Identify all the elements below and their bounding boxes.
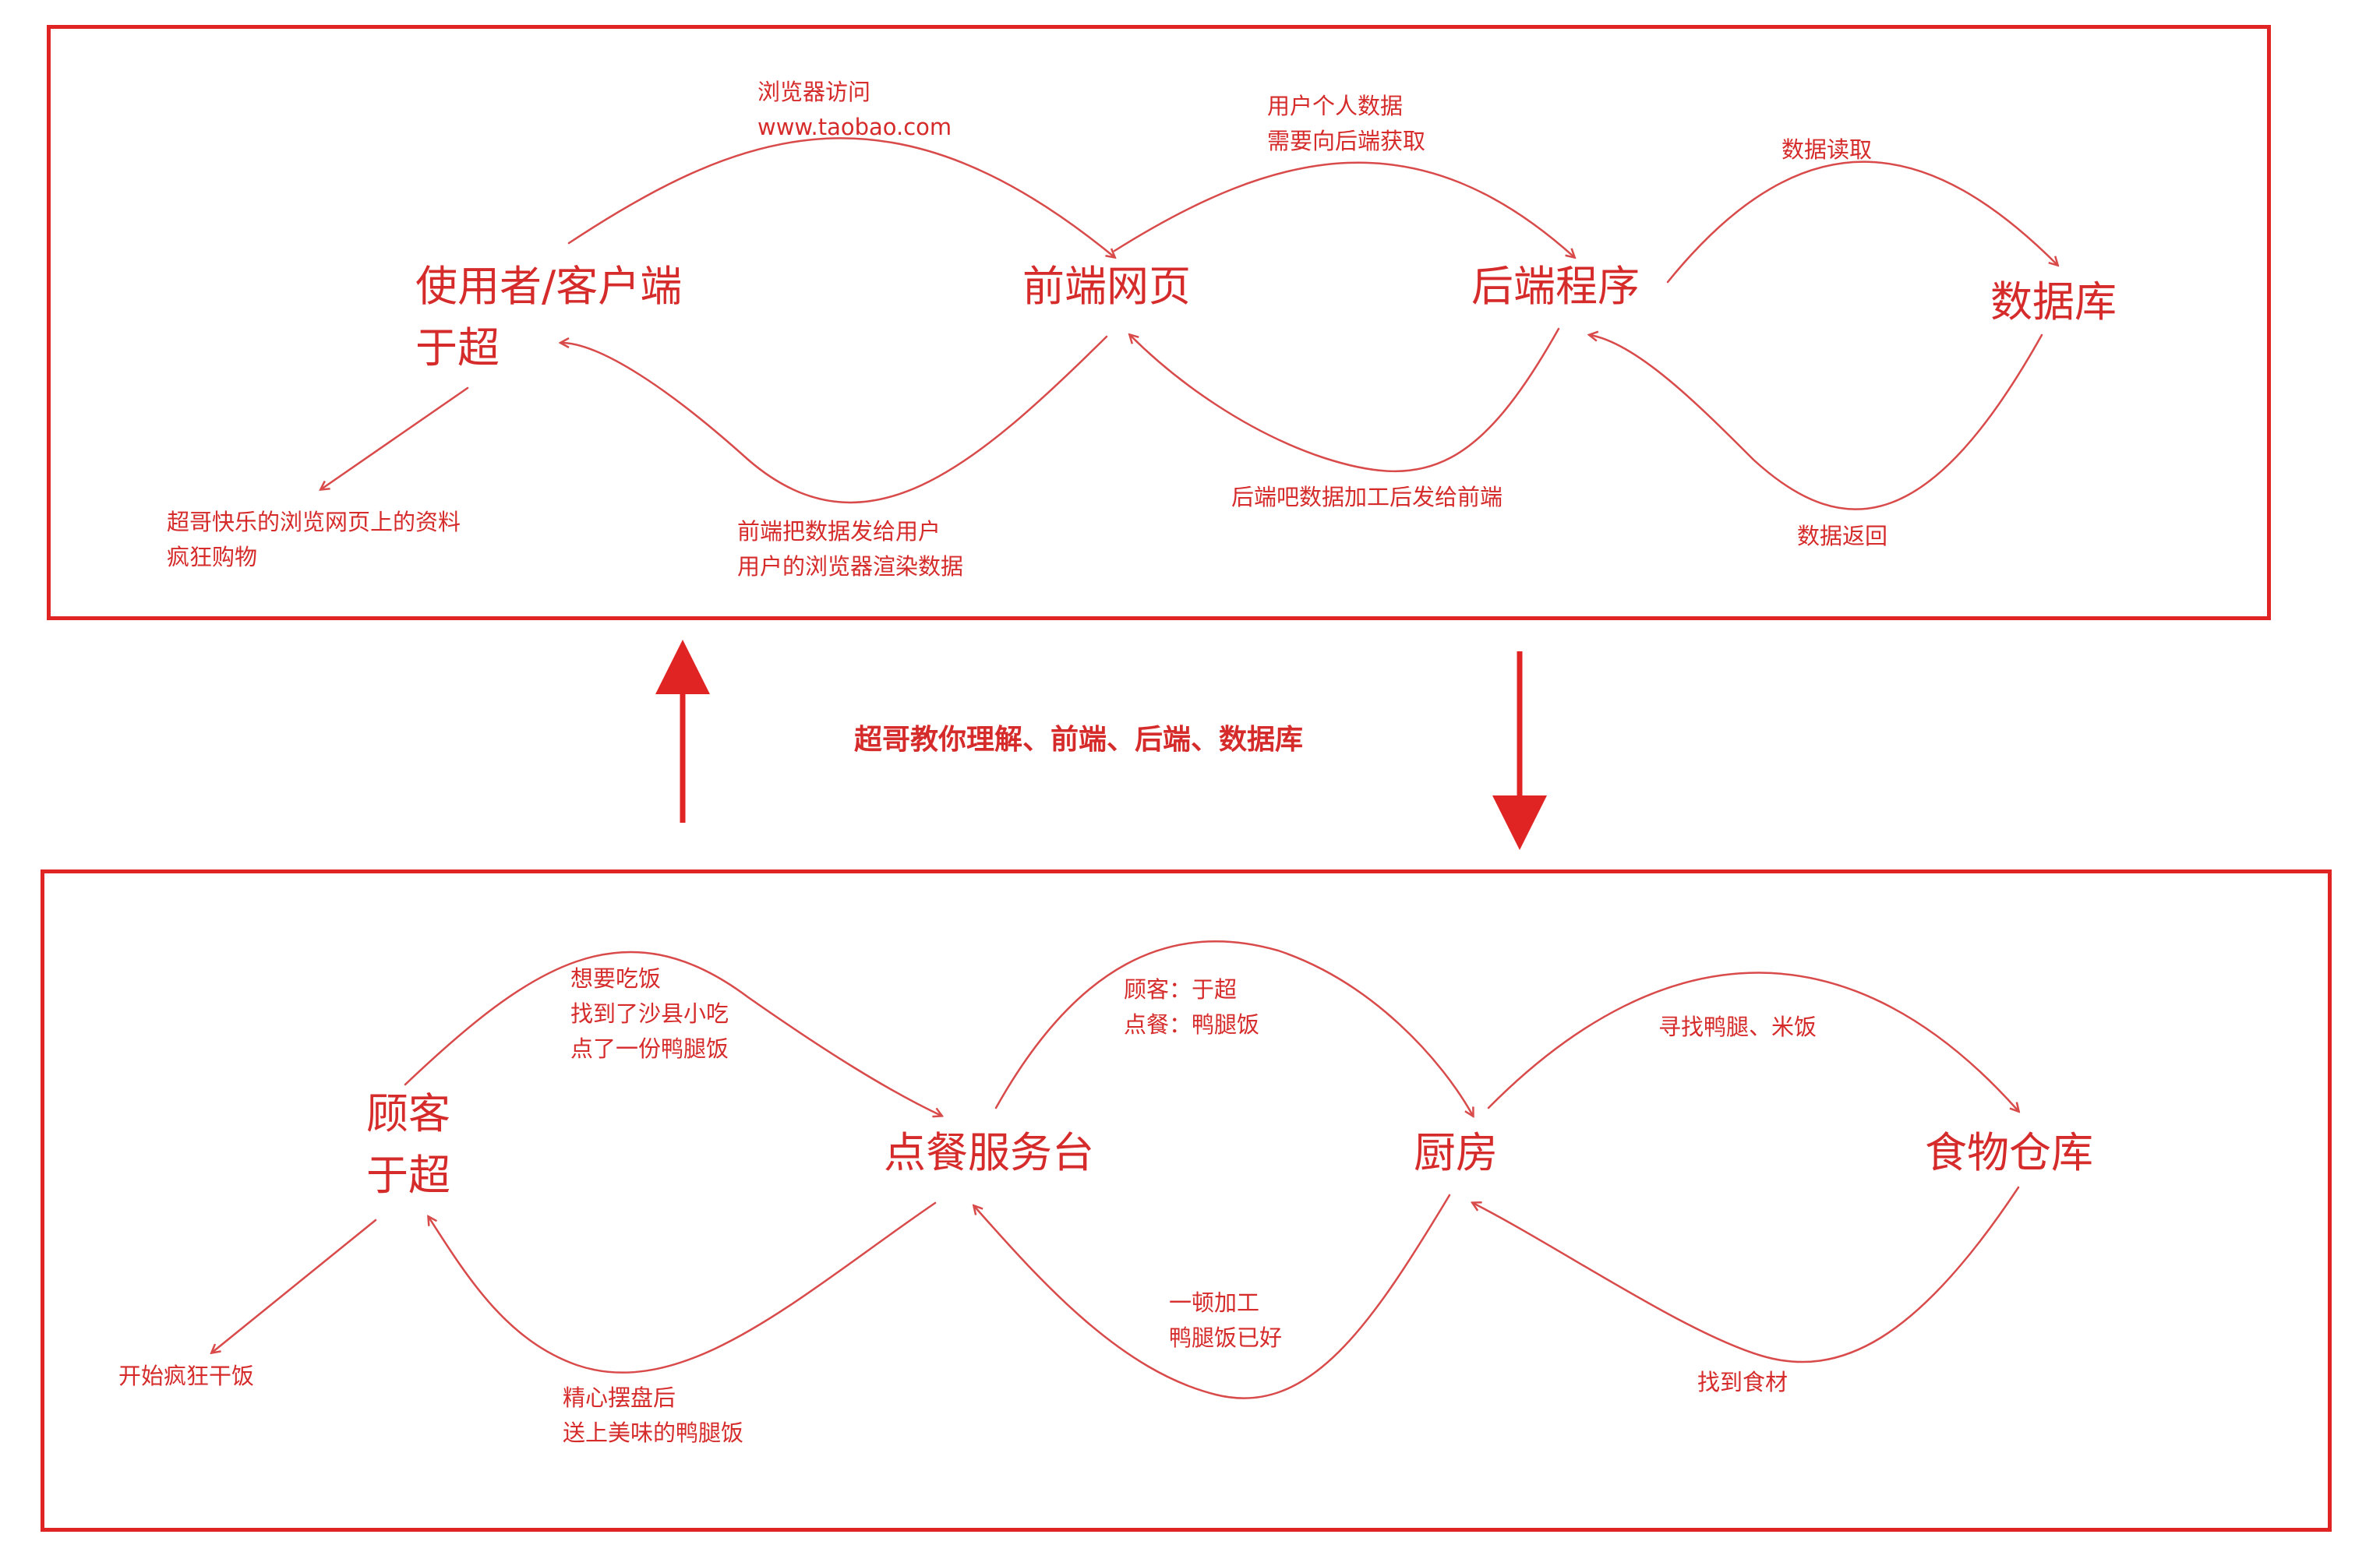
node-customer: 顾客 于超: [366, 1089, 450, 1200]
node-kitchen: 厨房: [1414, 1128, 1498, 1177]
arrow-frontend-to-backend: [1113, 161, 1574, 257]
arrow-backend-to-database: [1666, 160, 2057, 284]
label-ticket: 顾客：于超 点餐：鸭腿饭: [1124, 976, 1260, 1038]
node-client-line1: 使用者/客户端: [415, 262, 683, 311]
diagram-title: 超哥教你理解、前端、后端、数据库: [854, 724, 1304, 756]
label-data-read: 数据读取: [1781, 136, 1873, 163]
label-browse: 浏览器访问 www.taobao.com: [757, 79, 952, 140]
label-data-return: 数据返回: [1797, 523, 1888, 549]
node-backend: 后端程序: [1471, 262, 1640, 311]
label-serve: 精心摆盘后 送上美味的鸭腿饭: [563, 1384, 744, 1446]
arrow-kitchen-to-counter: [974, 1194, 1451, 1399]
node-database: 数据库: [1990, 277, 2117, 326]
arrow-kitchen-to-warehouse: [1487, 972, 2018, 1111]
node-frontend: 前端网页: [1022, 262, 1191, 311]
arrow-customer-to-counter: [404, 951, 941, 1116]
node-client-line2: 于超: [415, 323, 500, 372]
frontend-backend-frame: [47, 25, 2271, 620]
arrow-database-to-backend: [1590, 335, 2043, 510]
arrow-client-to-frontend: [567, 137, 1114, 257]
label-user-data: 用户个人数据 需要向后端获取: [1267, 93, 1426, 154]
label-shopping: 超哥快乐的浏览网页上的资料 疯狂购物: [167, 509, 461, 570]
arrow-warehouse-to-kitchen: [1473, 1186, 2020, 1363]
arrow-frontend-to-client: [561, 335, 1108, 504]
label-eat: 开始疯狂干饭: [118, 1363, 255, 1389]
restaurant-analogy-frame: [41, 869, 2332, 1532]
arrow-counter-to-kitchen: [994, 940, 1473, 1116]
label-process: 后端吧数据加工后发给前端: [1231, 484, 1503, 510]
arrow-counter-to-customer: [429, 1201, 937, 1374]
arrow-customer-to-eat: [212, 1219, 377, 1353]
node-client: 使用者/客户端 于超: [415, 262, 682, 374]
node-counter: 点餐服务台: [884, 1128, 1094, 1177]
node-warehouse: 食物仓库: [1925, 1128, 2093, 1177]
label-render: 前端把数据发给用户 用户的浏览器渲染数据: [737, 518, 964, 580]
label-found: 找到食材: [1697, 1369, 1789, 1395]
arrow-client-to-shopping: [321, 386, 469, 489]
arrow-backend-to-frontend: [1130, 327, 1560, 472]
label-find-food: 寻找鸭腿、米饭: [1658, 1014, 1817, 1040]
label-cook: 一顿加工 鸭腿饭已好: [1169, 1289, 1283, 1351]
label-order: 想要吃饭 找到了沙县小吃 点了一份鸭腿饭: [570, 965, 729, 1062]
